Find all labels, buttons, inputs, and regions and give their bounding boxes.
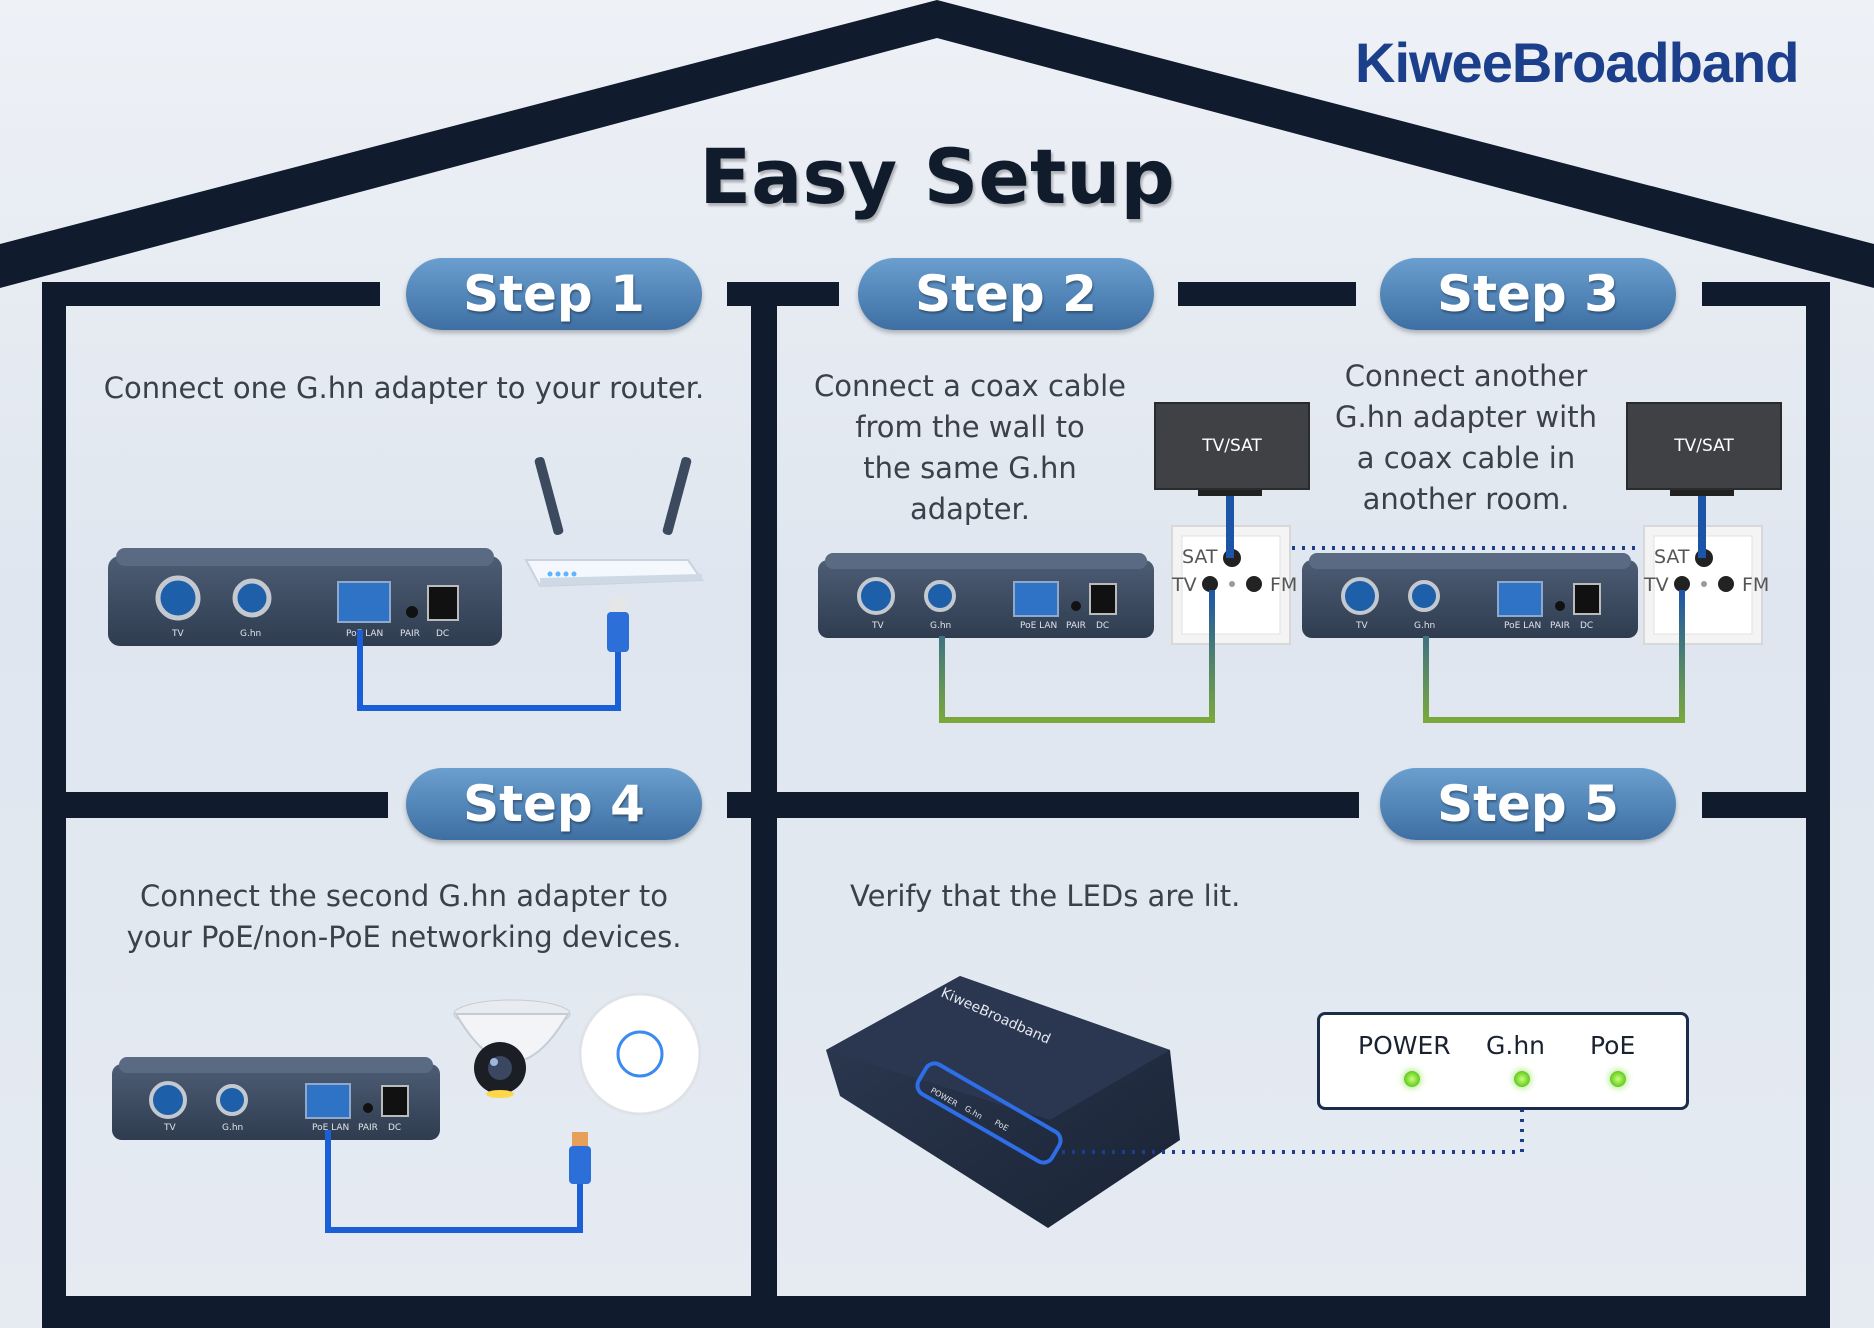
- tv-stand: [1198, 488, 1262, 558]
- coax-cable: [1423, 590, 1685, 723]
- step-3-line: another room.: [1362, 482, 1570, 516]
- svg-text:PoE LAN: PoE LAN: [1020, 621, 1057, 631]
- led-label-poe: PoE: [1590, 1031, 1636, 1060]
- beam-segment: [1178, 282, 1356, 306]
- tv-stand: [1670, 488, 1734, 558]
- beam-segment: [1702, 792, 1830, 818]
- beam-segment: [1702, 282, 1830, 306]
- step-3-line: Connect another: [1344, 359, 1588, 393]
- svg-text:TV: TV: [1355, 621, 1368, 631]
- beam-segment: [727, 282, 839, 306]
- access-point-icon: [578, 992, 702, 1116]
- svg-text:PoE LAN: PoE LAN: [1504, 621, 1541, 631]
- socket-sat-label: SAT: [1654, 546, 1690, 568]
- adapter-device-icon: TV G.hn PoE LAN PAIR DC: [818, 553, 1154, 638]
- tv-icon: TV/SAT: [1626, 402, 1782, 490]
- floor: [42, 1296, 1830, 1328]
- svg-text:PAIR: PAIR: [1550, 621, 1570, 631]
- step-4-description: Connect the second G.hn adapter to your …: [88, 876, 720, 958]
- led-status-panel: POWER G.hn PoE: [1317, 1012, 1689, 1110]
- step-1-badge: Step 1: [406, 258, 702, 330]
- rj45-connector-icon: [569, 1132, 591, 1184]
- beam-segment: [727, 792, 1359, 818]
- brand-logo: KiweeBroadband: [1355, 31, 1799, 94]
- coax-cable: [939, 590, 1215, 723]
- svg-text:DC: DC: [436, 629, 449, 639]
- socket-tv-label: TV: [1172, 574, 1197, 596]
- step-2-line: Connect a coax cable: [814, 369, 1126, 403]
- svg-text:DC: DC: [1580, 621, 1593, 631]
- beam-segment: [42, 792, 388, 818]
- step-2-line: from the wall to: [855, 410, 1085, 444]
- svg-text:G.hn: G.hn: [1414, 621, 1435, 631]
- socket-fm-label: FM: [1742, 574, 1770, 596]
- beam-segment: [42, 282, 380, 306]
- step-3-line: a coax cable in: [1356, 441, 1576, 475]
- svg-text:TV: TV: [871, 621, 884, 631]
- led-power-indicator: [1404, 1071, 1420, 1087]
- step-1-description: Connect one G.hn adapter to your router.: [103, 371, 705, 405]
- step-5-description: Verify that the LEDs are lit.: [850, 879, 1241, 913]
- svg-text:TV: TV: [163, 1123, 176, 1133]
- ethernet-cable: [325, 1130, 583, 1233]
- step-5-badge: Step 5: [1380, 768, 1676, 840]
- step-2-line: adapter.: [909, 492, 1031, 526]
- tv-label: TV/SAT: [1202, 436, 1262, 456]
- page-title: Easy Setup: [699, 132, 1175, 221]
- tv-label: TV/SAT: [1674, 436, 1734, 456]
- step-2-badge: Step 2: [858, 258, 1154, 330]
- rj45-connector-icon: [607, 598, 629, 652]
- step-4-badge: Step 4: [406, 768, 702, 840]
- svg-text:PAIR: PAIR: [400, 629, 420, 639]
- svg-text:DC: DC: [1096, 621, 1109, 631]
- step-2-description: Connect a coax cable from the wall to th…: [800, 366, 1140, 530]
- ethernet-cable: [357, 630, 621, 711]
- led-poe-indicator: [1610, 1071, 1626, 1087]
- step-3-line: G.hn adapter with: [1335, 400, 1597, 434]
- socket-tv-label: TV: [1644, 574, 1669, 596]
- tv-icon: TV/SAT: [1154, 402, 1310, 490]
- router-icon: [524, 456, 704, 588]
- svg-text:DC: DC: [388, 1123, 401, 1133]
- svg-text:G.hn: G.hn: [240, 629, 261, 639]
- adapter-device-icon: TV G.hn PoE LAN PAIR DC: [112, 1057, 440, 1140]
- adapter-device-icon: KiweeBroadband POWER G.hn PoE: [826, 976, 1180, 1228]
- led-label-power: POWER: [1358, 1031, 1451, 1060]
- security-camera-icon: [453, 999, 571, 1098]
- svg-text:G.hn: G.hn: [222, 1123, 243, 1133]
- adapter-device-icon: TV G.hn PoE LAN PAIR DC: [1302, 553, 1638, 638]
- step-2-line: the same G.hn: [863, 451, 1077, 485]
- svg-text:PAIR: PAIR: [358, 1123, 378, 1133]
- led-label-ghn: G.hn: [1486, 1031, 1546, 1060]
- socket-fm-label: FM: [1270, 574, 1298, 596]
- svg-text:TV: TV: [171, 629, 184, 639]
- dotted-link: [1062, 1110, 1524, 1154]
- step-3-badge: Step 3: [1380, 258, 1676, 330]
- step-3-description: Connect another G.hn adapter with a coax…: [1316, 356, 1616, 520]
- svg-text:PoE LAN: PoE LAN: [312, 1123, 349, 1133]
- socket-sat-label: SAT: [1182, 546, 1218, 568]
- step-4-line: Connect the second G.hn adapter to: [139, 879, 669, 913]
- svg-text:G.hn: G.hn: [930, 621, 951, 631]
- svg-text:PoE LAN: PoE LAN: [346, 629, 383, 639]
- adapter-device-icon: TV G.hn PoE LAN PAIR DC: [108, 548, 502, 646]
- step-4-line: your PoE/non-PoE networking devices.: [126, 920, 682, 954]
- svg-text:PAIR: PAIR: [1066, 621, 1086, 631]
- led-ghn-indicator: [1514, 1071, 1530, 1087]
